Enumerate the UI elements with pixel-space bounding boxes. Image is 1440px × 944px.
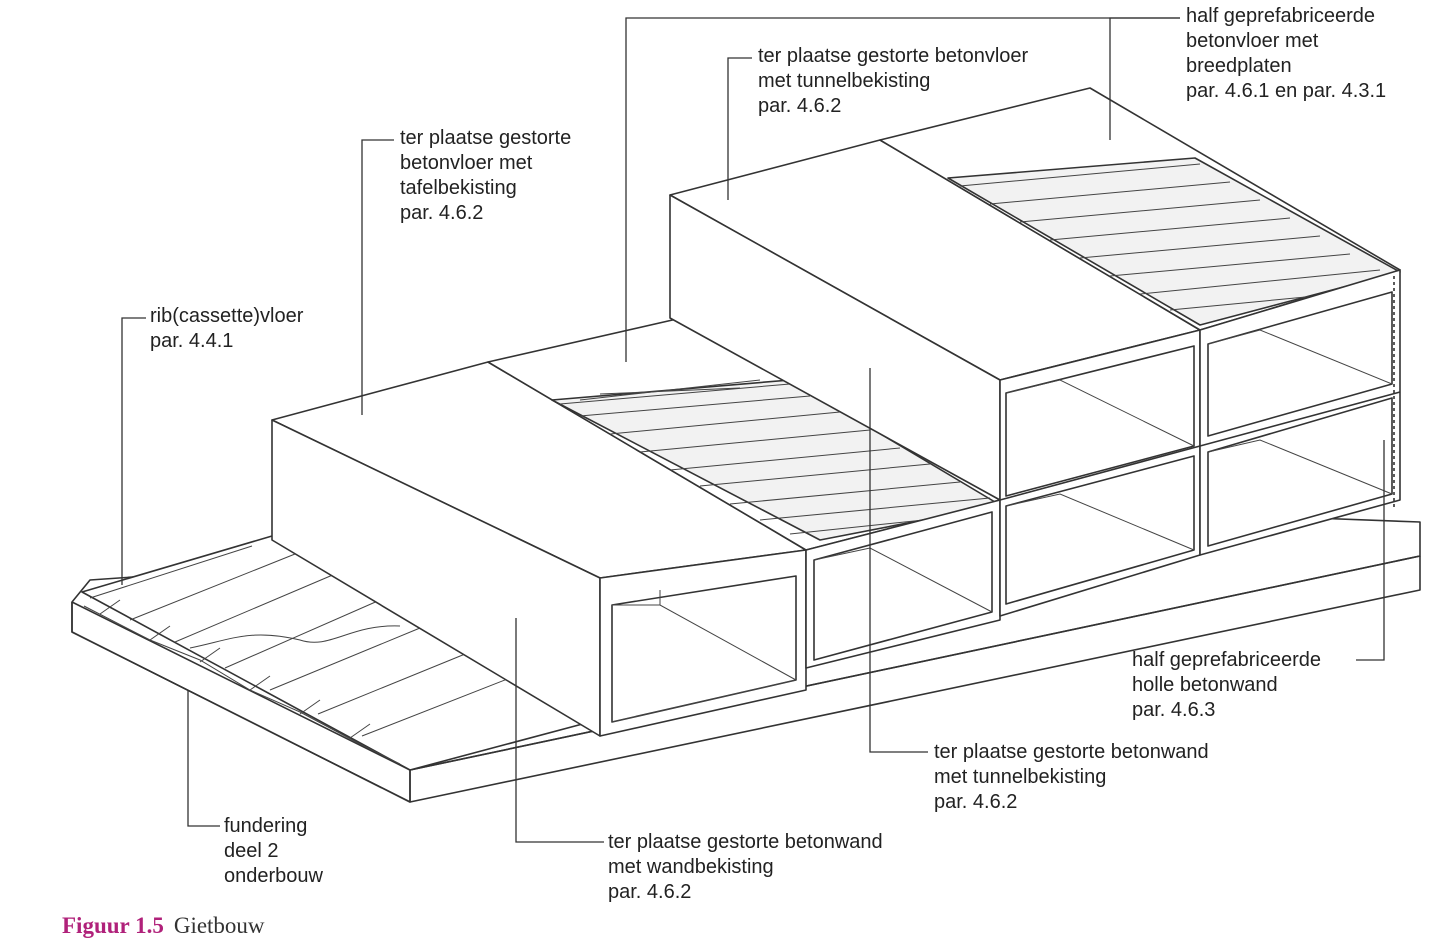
middle-block: [487, 315, 1001, 669]
rib-floor: [81, 535, 591, 771]
leader-lines: [121, 17, 1385, 843]
figure-caption: Figuur 1.5 Gietbouw: [62, 912, 265, 940]
right-block: [879, 87, 1401, 556]
caption-number: Figuur 1.5: [62, 913, 164, 938]
upper-block: [669, 139, 1201, 617]
left-block: [271, 361, 807, 737]
caption-title: Gietbouw: [173, 913, 265, 938]
